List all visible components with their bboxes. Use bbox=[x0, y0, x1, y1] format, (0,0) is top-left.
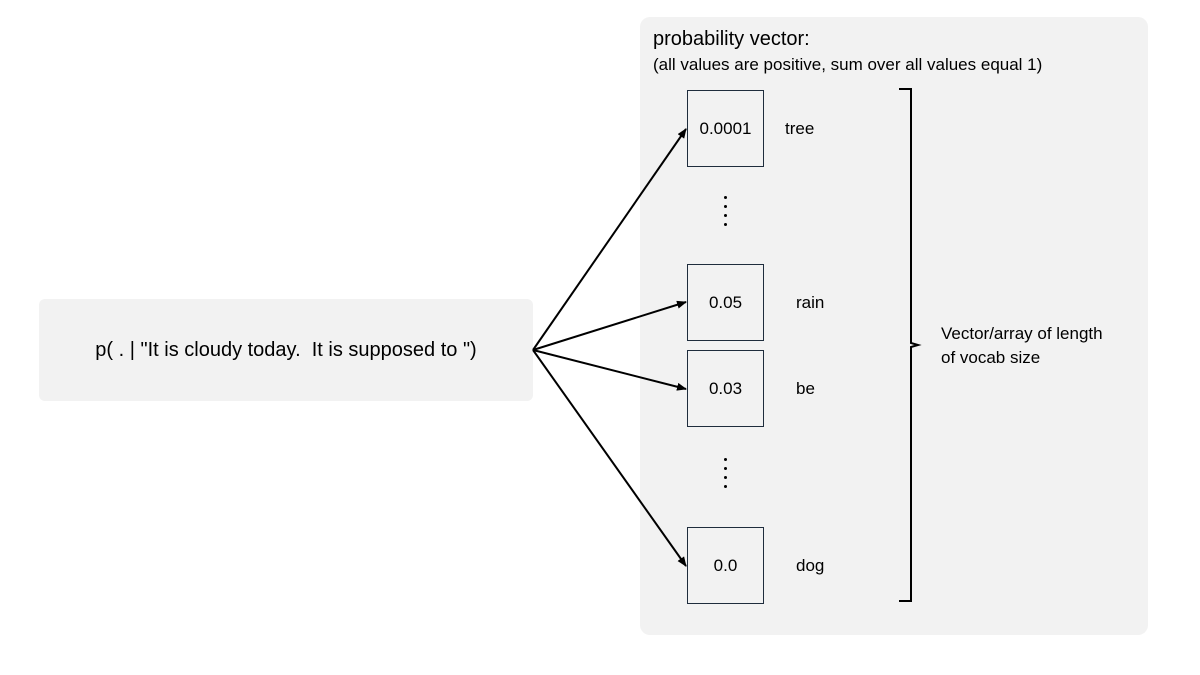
vocab-word-be: be bbox=[796, 379, 815, 398]
vector-cell-be: 0.03 bbox=[687, 350, 764, 427]
vector-cell-rain: 0.05 bbox=[687, 264, 764, 341]
brace-label: Vector/array of length of vocab size bbox=[941, 322, 1103, 370]
conditional-probability-expression: p( . | "It is cloudy today. It is suppos… bbox=[95, 338, 477, 361]
vocab-word-dog: dog bbox=[796, 556, 825, 575]
vector-cell-dog: 0.0 bbox=[687, 527, 764, 604]
arrow-to-dog bbox=[532, 349, 687, 567]
vocab-word-tree: tree bbox=[785, 119, 815, 138]
brace-label-line-1: Vector/array of length bbox=[941, 324, 1103, 343]
arrow-to-tree bbox=[532, 128, 687, 351]
ellipsis-vertical-icon bbox=[723, 458, 729, 494]
vector-cell-tree: 0.0001 bbox=[687, 90, 764, 167]
vector-subtitle: (all values are positive, sum over all v… bbox=[653, 55, 1043, 74]
vector-title: probability vector: bbox=[653, 28, 810, 50]
probability-vector-panel bbox=[640, 17, 1148, 635]
context-panel: p( . | "It is cloudy today. It is suppos… bbox=[39, 299, 533, 401]
arrow-to-rain bbox=[532, 300, 687, 351]
brace-label-line-2: of vocab size bbox=[941, 348, 1041, 367]
right-brace-icon bbox=[899, 88, 922, 602]
ellipsis-vertical-icon bbox=[723, 196, 729, 232]
arrow-to-be bbox=[532, 349, 687, 391]
vocab-word-rain: rain bbox=[796, 293, 825, 312]
